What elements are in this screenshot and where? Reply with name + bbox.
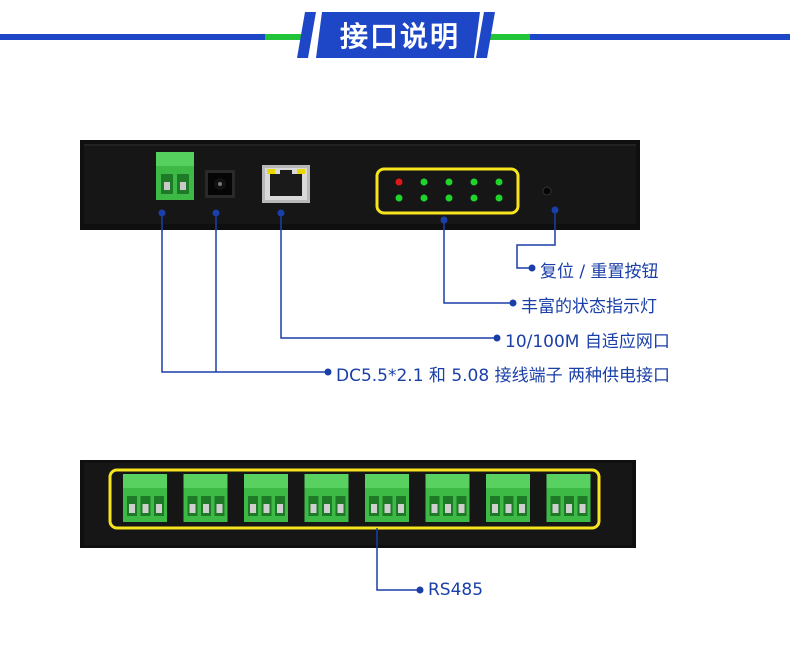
rs485-terminal-block-icon (244, 474, 288, 522)
reset-button-icon (542, 186, 552, 196)
callout-leds-label: 丰富的状态指示灯 (521, 297, 657, 317)
callout-power-label: DC5.5*2.1 和 5.08 接线端子 两种供电接口 (336, 366, 670, 386)
callout-ethernet-label: 10/100M 自适应网口 (505, 332, 670, 352)
rs485-terminals (123, 474, 591, 522)
callout-lines-bottom (376, 528, 424, 594)
rs485-terminal-block-icon (183, 474, 228, 522)
led-red (395, 178, 403, 186)
header-title-box (316, 12, 480, 58)
rs485-terminal-block-icon (123, 474, 167, 522)
header-line-right-green (490, 34, 530, 40)
status-leds (375, 167, 520, 215)
callout-rs485-label: RS485 (428, 580, 484, 600)
header-line-left-green (265, 34, 310, 40)
rs485-terminal-block-icon (546, 474, 591, 522)
header-line-left (0, 34, 265, 40)
rs485-highlight-box (108, 468, 601, 530)
header-slash-right (476, 12, 495, 58)
header-banner (0, 12, 790, 58)
rs485-terminal-block-icon (425, 474, 470, 522)
callout-reset-label: 复位 / 重置按钮 (540, 262, 659, 282)
page-title: 接口说明 (339, 20, 460, 53)
terminal-block-icon (156, 152, 194, 200)
device-front-panel (80, 140, 640, 230)
header-slash-left (297, 12, 316, 58)
header-line-right (530, 34, 790, 40)
device-rear-panel (80, 460, 636, 548)
rs485-terminal-block-icon (486, 474, 530, 522)
rs485-terminal-block-icon (304, 474, 349, 522)
led-highlight-box (375, 167, 520, 215)
ethernet-port-icon (262, 165, 310, 203)
dc-jack-icon (205, 170, 235, 198)
callout-lines-top (158, 206, 559, 376)
rs485-terminal-block-icon (365, 474, 409, 522)
